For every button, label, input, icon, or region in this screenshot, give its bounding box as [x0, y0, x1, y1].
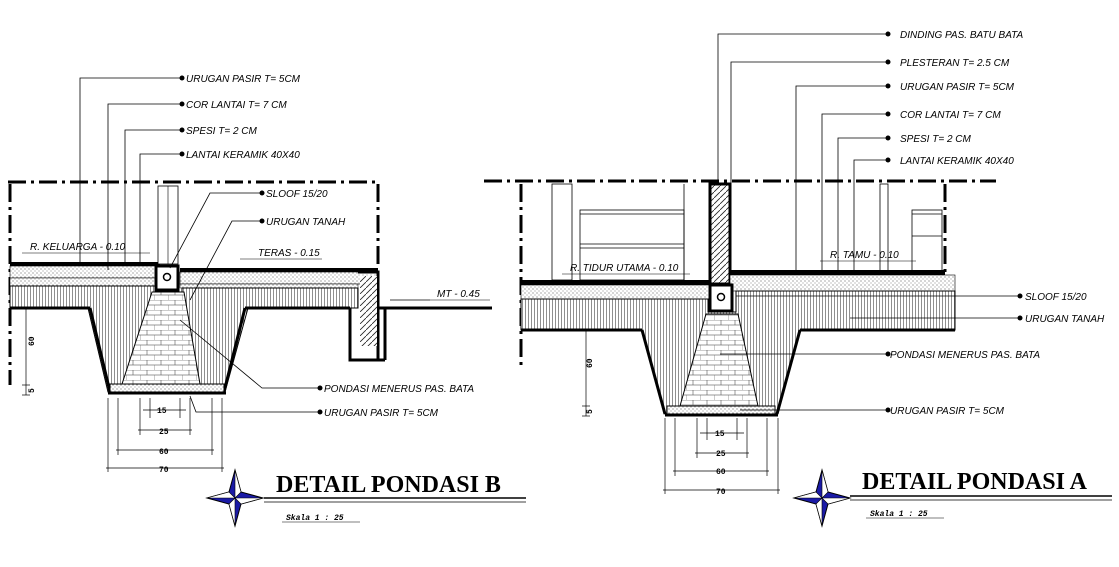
label-mt-level: MT - 0.45	[437, 289, 480, 300]
label-cor-lantai: COR LANTAI T= 7 CM	[186, 100, 287, 111]
floor-screed-layer	[520, 284, 717, 300]
sand-layer	[179, 283, 359, 289]
label-lantai-keramik: LANTAI KERAMIK 40X40	[900, 156, 1014, 167]
dim-15: 15	[715, 430, 725, 439]
detail-pondasi-b: URUGAN PASIR T= 5CM COR LANTAI T= 7 CM S…	[8, 74, 526, 528]
label-urugan-pasir-bottom: URUGAN PASIR T= 5CM	[324, 408, 439, 419]
sand-layer	[9, 277, 161, 287]
compass-icon	[792, 468, 852, 528]
leader-dots	[885, 31, 1023, 413]
label-lantai-keramik: LANTAI KERAMIK 40X40	[186, 150, 300, 161]
sloof-rebar	[716, 292, 726, 302]
teras-tile-layer	[180, 268, 378, 272]
label-spesi: SPESI T= 2 CM	[186, 126, 258, 137]
brick-wall	[708, 182, 732, 286]
dim-vertical-5: 5	[586, 409, 595, 414]
dim-60: 60	[159, 448, 169, 457]
dim-70: 70	[716, 488, 726, 497]
floor-screed-layer	[729, 274, 956, 292]
dim-70: 70	[159, 466, 169, 475]
dim-15: 15	[157, 407, 167, 416]
excavation-edge	[775, 329, 802, 415]
floor-tile-layer	[730, 270, 945, 275]
sloof-beam	[154, 264, 180, 292]
detail-pondasi-a: DINDING PAS. BATU BATA PLESTERAN T= 2.5 …	[484, 30, 1112, 528]
label-pondasi: PONDASI MENERUS PAS. BATA	[890, 350, 1040, 361]
dim-vertical-60: 60	[586, 358, 595, 368]
title-detail-b: DETAIL PONDASI B	[276, 472, 501, 498]
sand-bed	[109, 383, 225, 393]
excavation-edge	[640, 329, 667, 415]
label-spesi: SPESI T= 2 CM	[900, 134, 972, 145]
leader-lines	[717, 33, 1020, 411]
leader-lines	[79, 77, 430, 413]
excavation-edge	[222, 307, 247, 393]
sloof-rebar	[162, 272, 172, 282]
floor-screed-layer	[9, 265, 161, 279]
dimension-lines	[22, 307, 224, 472]
dim-vertical-5: 5	[28, 388, 37, 393]
label-urugan-tanah: URUGAN TANAH	[266, 217, 346, 228]
label-room-left: R. TIDUR UTAMA - 0.10	[570, 263, 679, 274]
compass-icon	[205, 468, 265, 528]
label-room-level: R. KELUARGA - 0.10	[30, 242, 126, 253]
dim-25: 25	[159, 428, 169, 437]
leader-dots	[179, 75, 323, 415]
label-dinding: DINDING PAS. BATU BATA	[900, 30, 1023, 41]
label-urugan-pasir-top: URUGAN PASIR T= 5CM	[900, 82, 1015, 93]
label-teras-level: TERAS - 0.15	[258, 248, 320, 259]
label-pondasi: PONDASI MENERUS PAS. BATA	[324, 384, 474, 395]
scale-detail-a: Skala 1 : 25	[870, 510, 928, 519]
label-urugan-pasir-top: URUGAN PASIR T= 5CM	[186, 74, 301, 85]
floor-tile-layer	[521, 280, 711, 285]
label-urugan-tanah: URUGAN TANAH	[1025, 314, 1105, 325]
label-room-right: R. TAMU - 0.10	[830, 250, 899, 261]
title-detail-a: DETAIL PONDASI A	[862, 469, 1088, 495]
label-sloof: SLOOF 15/20	[1025, 292, 1087, 303]
excavation-edge	[88, 307, 112, 393]
label-sloof: SLOOF 15/20	[266, 189, 328, 200]
dim-60: 60	[716, 468, 726, 477]
label-cor-lantai: COR LANTAI T= 7 CM	[900, 110, 1001, 121]
teras-screed-layer	[179, 271, 379, 285]
scale-detail-b: Skala 1 : 25	[286, 514, 344, 523]
dim-25: 25	[716, 450, 726, 459]
teras-edge-hatch	[360, 276, 377, 346]
floor-tile-layer	[10, 262, 160, 266]
label-urugan-pasir-bottom: URUGAN PASIR T= 5CM	[890, 406, 1005, 417]
dim-vertical-60: 60	[28, 336, 37, 346]
dimension-lines	[582, 329, 780, 494]
sloof-beam	[708, 283, 734, 313]
label-plesteran: PLESTERAN T= 2.5 CM	[900, 58, 1010, 69]
